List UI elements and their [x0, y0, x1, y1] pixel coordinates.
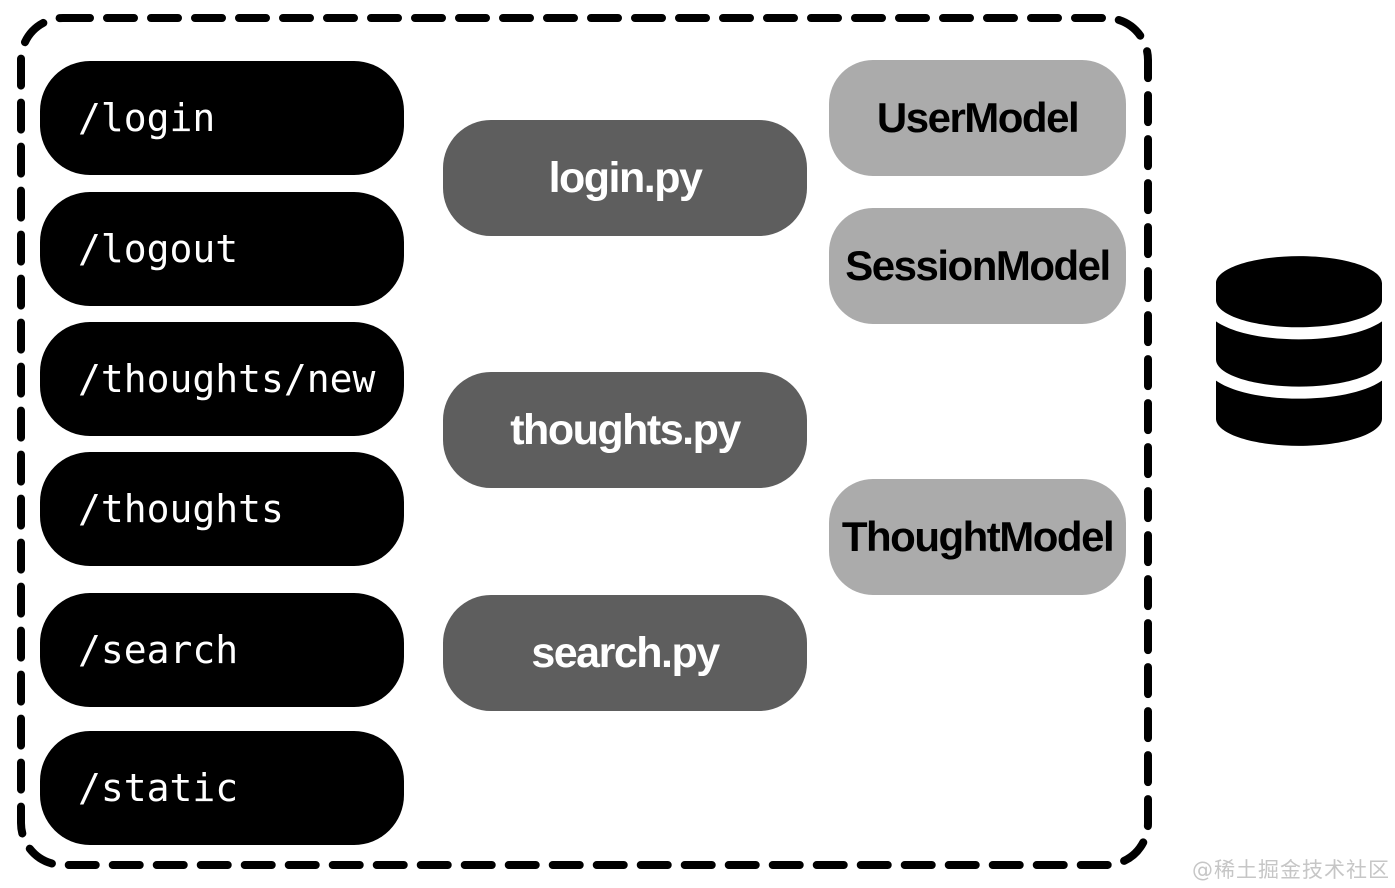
route-label: /thoughts/new: [78, 357, 376, 401]
route-label: /logout: [78, 227, 239, 271]
model-pill-user-model: UserModel: [829, 60, 1126, 176]
model-label: UserModel: [876, 94, 1080, 141]
model-pill-thought-model: ThoughtModel: [829, 479, 1126, 595]
watermark: @稀土掘金技术社区: [1192, 858, 1390, 882]
model-pill-session-model: SessionModel: [829, 208, 1126, 324]
route-pill-logout: /logout: [40, 192, 404, 306]
route-label: /static: [78, 766, 239, 810]
route-pill-search: /search: [40, 593, 404, 707]
route-label: /thoughts: [78, 487, 284, 531]
handler-pill-thoughts-py: thoughts.py: [443, 372, 807, 488]
handler-pill-login-py: login.py: [443, 120, 807, 236]
route-pill-thoughts: /thoughts: [40, 452, 404, 566]
model-label: SessionModel: [845, 242, 1111, 289]
database-icon: [1216, 256, 1382, 446]
route-pill-static: /static: [40, 731, 404, 845]
route-pill-thoughts-new: /thoughts/new: [40, 322, 404, 436]
model-label: ThoughtModel: [841, 513, 1115, 560]
handler-pill-search-py: search.py: [443, 595, 807, 711]
handler-label: login.py: [548, 153, 703, 202]
handler-label: thoughts.py: [510, 405, 741, 454]
handler-label: search.py: [531, 628, 720, 677]
route-label: /login: [78, 96, 216, 140]
route-pill-login: /login: [40, 61, 404, 175]
route-label: /search: [78, 628, 239, 672]
